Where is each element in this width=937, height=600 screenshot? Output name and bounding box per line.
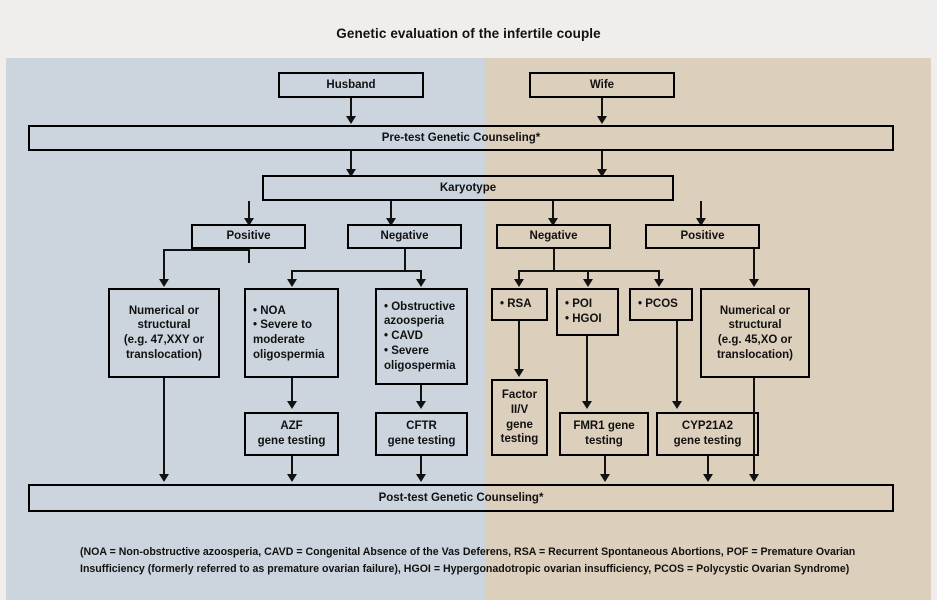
connector-male-negative-stem: [404, 249, 406, 271]
arrowhead-female-rsa: [514, 279, 524, 287]
connector-male-negative-b1: [291, 270, 293, 281]
arrowhead-karyotype-female-negative: [548, 218, 558, 226]
arrowhead-factor: [514, 369, 524, 377]
connector-azf-posttest: [291, 456, 293, 476]
arrowhead-posttest-1: [159, 474, 169, 482]
arrowhead-posttest-5: [703, 474, 713, 482]
node-male-numerical[interactable]: Numerical or structural (e.g. 47,XXY or …: [108, 288, 220, 378]
connector-male-positive-down: [248, 249, 250, 263]
connector-husband-pretest: [350, 98, 352, 118]
connector-karyotype-male-positive: [248, 201, 250, 220]
connector-male-obstructive-cftr: [420, 385, 422, 403]
arrowhead-azf: [287, 401, 297, 409]
arrowhead-male-positive-numerical: [159, 279, 169, 287]
connector-female-negative-b1: [518, 270, 520, 281]
node-husband[interactable]: Husband: [278, 72, 424, 98]
arrowhead-female-numerical: [749, 279, 759, 287]
connector-female-numerical-posttest: [753, 378, 755, 476]
node-male-noa[interactable]: • NOA • Severe to moderate oligospermia: [244, 288, 339, 378]
connector-karyotype-female-negative: [552, 201, 554, 220]
connector-male-positive-drop: [163, 249, 165, 281]
arrowhead-pretest-karyotype-right: [597, 169, 607, 177]
node-female-pcos[interactable]: • PCOS: [629, 288, 693, 321]
node-wife[interactable]: Wife: [529, 72, 675, 98]
arrowhead-pretest-karyotype-left: [346, 169, 356, 177]
node-azf-gene-testing[interactable]: AZF gene testing: [244, 412, 339, 456]
node-fmr1-gene-testing[interactable]: FMR1 gene testing: [559, 412, 649, 456]
connector-karyotype-male-negative: [390, 201, 392, 220]
arrowhead-fmr1: [582, 401, 592, 409]
arrowhead-posttest-6: [749, 474, 759, 482]
arrowhead-posttest-2: [287, 474, 297, 482]
arrowhead-posttest-4: [600, 474, 610, 482]
node-female-rsa[interactable]: • RSA: [491, 288, 548, 321]
node-male-negative[interactable]: Negative: [347, 224, 462, 249]
abbreviations-footnote: (NOA = Non-obstructive azoosperia, CAVD …: [80, 546, 856, 576]
node-cyp21a2-gene-testing[interactable]: CYP21A2 gene testing: [656, 412, 759, 456]
connector-cftr-posttest: [420, 456, 422, 476]
connector-karyotype-female-positive: [700, 201, 702, 220]
page-title: Genetic evaluation of the infertile coup…: [336, 26, 601, 41]
node-female-poi[interactable]: • POI • HGOI: [556, 288, 619, 336]
connector-female-negative-stem: [553, 249, 555, 271]
arrowhead-karyotype-female-positive: [696, 218, 706, 226]
arrowhead-wife-pretest: [597, 116, 607, 124]
connector-poi-fmr1: [586, 336, 588, 403]
connector-female-negative-bus: [518, 270, 660, 272]
connector-fmr1-posttest: [604, 456, 606, 476]
connector-wife-pretest: [601, 98, 603, 118]
node-male-positive[interactable]: Positive: [191, 224, 306, 249]
node-male-obstructive[interactable]: • Obstructive azoosperia • CAVD • Severe…: [375, 288, 468, 385]
node-cftr-gene-testing[interactable]: CFTR gene testing: [375, 412, 468, 456]
node-female-negative[interactable]: Negative: [496, 224, 611, 249]
connector-rsa-factor: [518, 321, 520, 371]
connector-male-negative-b2: [420, 270, 422, 281]
connector-pretest-karyotype-left: [350, 151, 352, 171]
connector-male-numerical-posttest: [163, 378, 165, 476]
connector-cyp21a2-posttest: [707, 456, 709, 476]
connector-male-noa-azf: [291, 378, 293, 403]
node-female-numerical[interactable]: Numerical or structural (e.g. 45,XO or t…: [700, 288, 810, 378]
arrowhead-karyotype-male-positive: [244, 218, 254, 226]
arrowhead-male-noa: [287, 279, 297, 287]
connector-pretest-karyotype-right: [601, 151, 603, 171]
connector-male-negative-bus: [291, 270, 422, 272]
node-factor-ii-v-gene-testing[interactable]: Factor II/V gene testing: [491, 379, 548, 456]
arrowhead-male-obstructive: [416, 279, 426, 287]
node-pretest-counseling[interactable]: Pre-test Genetic Counseling*: [28, 125, 894, 151]
node-female-positive[interactable]: Positive: [645, 224, 760, 249]
connector-female-negative-b2: [587, 270, 589, 281]
arrowhead-cftr: [416, 401, 426, 409]
arrowhead-posttest-3: [416, 474, 426, 482]
connector-female-positive-numerical: [753, 249, 755, 281]
node-posttest-counseling[interactable]: Post-test Genetic Counseling*: [28, 484, 894, 512]
arrowhead-karyotype-male-negative: [386, 218, 396, 226]
connector-pcos-cyp21a2: [676, 321, 678, 403]
female-partner-panel: [485, 58, 931, 600]
connector-male-positive-across: [163, 249, 250, 251]
arrowhead-husband-pretest: [346, 116, 356, 124]
connector-female-negative-b3: [658, 270, 660, 281]
arrowhead-female-poi: [583, 279, 593, 287]
arrowhead-cyp21a2: [672, 401, 682, 409]
node-karyotype[interactable]: Karyotype: [262, 175, 674, 201]
arrowhead-female-pcos: [654, 279, 664, 287]
